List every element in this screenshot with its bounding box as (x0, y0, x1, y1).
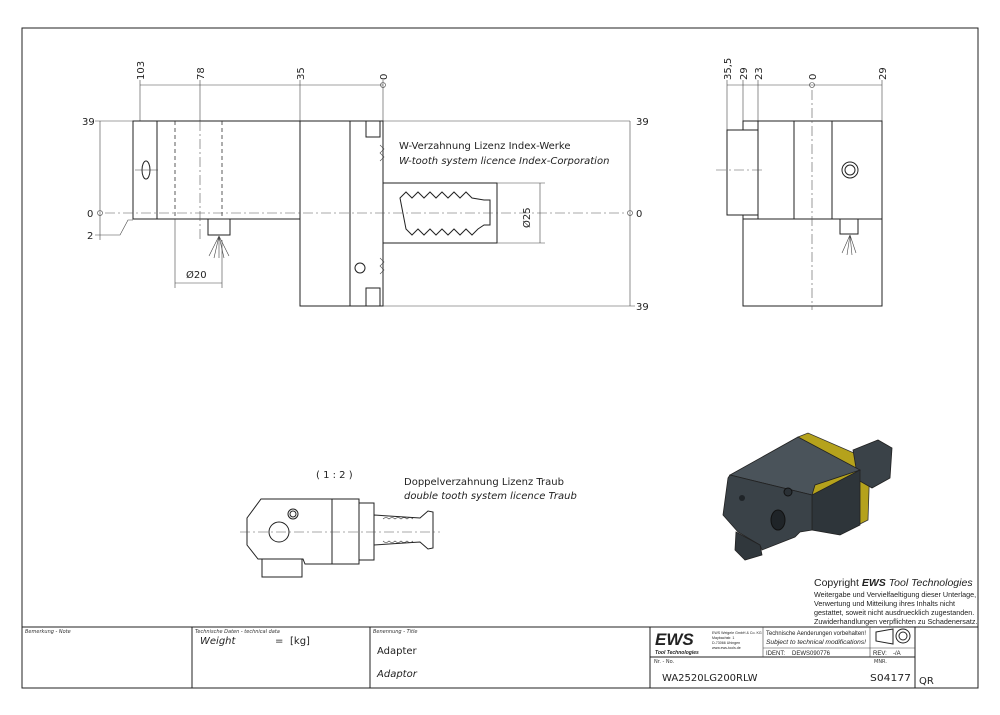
title-label: Benennung - Title (373, 629, 417, 635)
note-w-tooth-en: W-tooth system licence Index-Corporation (399, 156, 609, 167)
tech-data-label: Technische Daten - technical data (195, 629, 280, 635)
company-line: www.ews-tools.de (712, 646, 741, 650)
qr-mark: QR (919, 676, 934, 687)
ident-label: IDENT: (766, 651, 785, 657)
nr-label: Nr. - No. (654, 659, 675, 665)
side-dim-29-right: 29 (878, 67, 889, 80)
side-dim-29-left: 29 (739, 67, 750, 80)
note-label: Bemerkung - Note (25, 629, 71, 635)
detail-view: ( 1 : 2 ) Doppelverzahnung Lizenz Traub … (240, 470, 577, 578)
side-view: 35,5 29 23 0 29 (716, 58, 889, 310)
article-number: WA2520LG200RLW (662, 673, 758, 684)
ews-logo-sub: Tool Technologies (655, 650, 699, 656)
isometric-view (722, 432, 893, 561)
dim-39-right-bottom: 39 (636, 302, 649, 313)
company-line: EWS Weigele GmbH & Co. KG (712, 631, 762, 635)
ews-logo: EWS (655, 630, 694, 649)
copyright-line-1: Weitergabe und Vervielfaeltigung dieser … (814, 590, 976, 599)
dim-39-left: 39 (82, 117, 95, 128)
copyright-line-2: Verwertung und Mitteilung ihres Inhalts … (814, 599, 955, 608)
note-w-tooth-de: W-Verzahnung Lizenz Index-Werke (399, 141, 571, 152)
dim-35: 35 (296, 67, 307, 80)
mnr-value: S04177 (870, 673, 911, 684)
svg-text:Copyright EWS Tool Technologie: Copyright EWS Tool Technologies (814, 577, 973, 589)
dim-dia-20: Ø20 (186, 269, 207, 281)
company-line: Maybachstr. 1 (712, 636, 734, 640)
drawing-frame (21, 27, 979, 689)
detail-scale: ( 1 : 2 ) (316, 470, 353, 481)
ident-value: DEWS090776 (792, 651, 831, 657)
title-block: Bemerkung - Note Technische Daten - tech… (22, 626, 978, 688)
dim-dia-25: Ø25 (521, 207, 533, 228)
dim-0-left: 0 (87, 209, 93, 220)
dim-103: 103 (136, 61, 147, 80)
side-dim-35-5: 35,5 (723, 58, 734, 80)
copyright-line-4: Zuwiderhandlungen verpflichten zu Schade… (814, 617, 977, 626)
main-view: 103 78 35 0 39 0 2 39 0 39 (82, 61, 649, 313)
company-line: D-73066 Uhingen (712, 641, 740, 645)
note-double-tooth-en: double tooth system licence Traub (404, 491, 577, 502)
side-dim-23: 23 (754, 67, 765, 80)
rev-label: REV: (873, 651, 887, 657)
title-de: Adapter (377, 646, 418, 657)
dim-2-left: 2 (87, 231, 93, 242)
mnr-label: MNR. (874, 659, 887, 665)
weight-unit: [kg] (290, 636, 310, 647)
rev-value: -/A (893, 651, 901, 657)
dim-39-right-top: 39 (636, 117, 649, 128)
weight-equals: = (275, 636, 283, 647)
title-en: Adaptor (376, 669, 418, 680)
copyright-line-3: gestattet, soweit nicht ausdruecklich zu… (814, 608, 974, 617)
dim-78: 78 (196, 67, 207, 80)
changes-en: Subject to technical modifications! (766, 639, 866, 646)
side-dim-0: 0 (808, 74, 819, 80)
weight-label: Weight (200, 636, 237, 647)
note-double-tooth-de: Doppelverzahnung Lizenz Traub (404, 477, 564, 488)
copyright-notice: Copyright EWS Tool Technologies Weiterga… (814, 577, 977, 626)
dim-0-top: 0 (379, 74, 390, 80)
changes-de: Technische Aenderungen vorbehalten! (766, 630, 866, 637)
projection-symbol-icon (875, 628, 911, 645)
dim-0-right: 0 (636, 209, 642, 220)
